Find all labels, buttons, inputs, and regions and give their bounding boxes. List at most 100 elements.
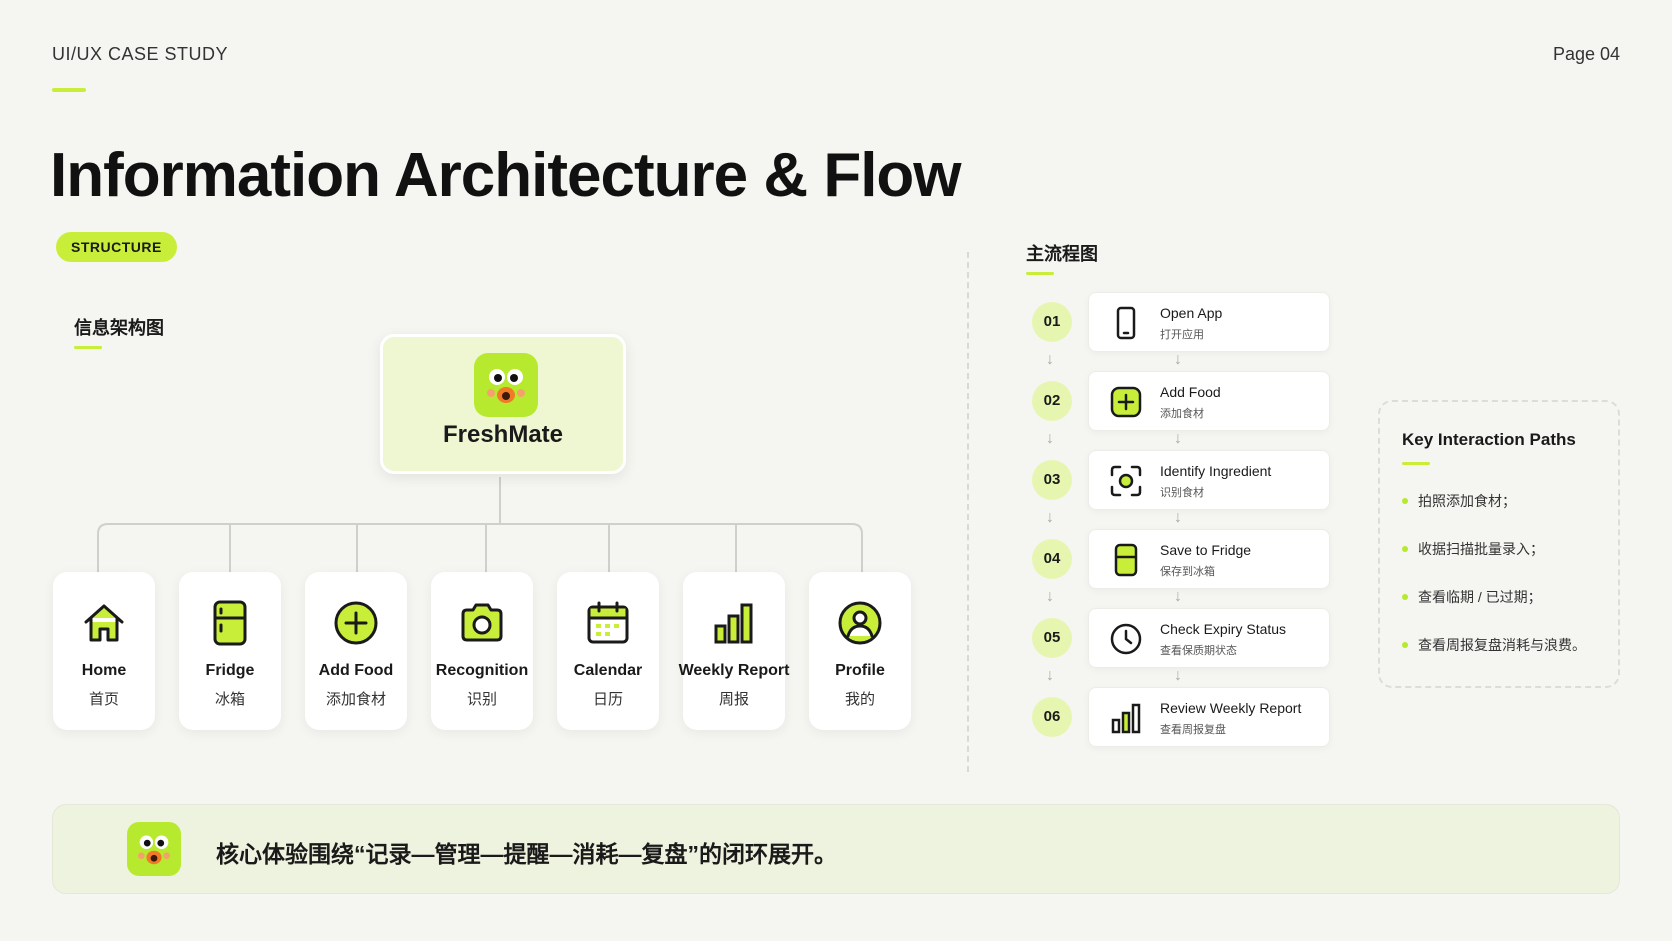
step-number: 02: [1032, 381, 1072, 421]
summary-text: 核心体验围绕“记录—管理—提醒—消耗—复盘”的闭环展开。: [216, 841, 837, 867]
ia-node-home: Home 首页: [53, 572, 155, 730]
arrow-down-icon: ↓: [1174, 588, 1182, 605]
step-label: Add Food: [1160, 384, 1221, 400]
arrow-down-icon: ↓: [1174, 430, 1182, 447]
flow-step-check-expiry: Check Expiry Status 查看保质期状态: [1088, 608, 1330, 668]
key-path-text: 拍照添加食材；: [1418, 493, 1516, 509]
key-paths-underline: [1402, 462, 1430, 465]
structure-tag: STRUCTURE: [56, 232, 177, 262]
arrow-down-icon: ↓: [1046, 430, 1054, 447]
ia-node-sublabel: 首页: [88, 691, 119, 708]
arrow-down-icon: ↓: [1174, 667, 1182, 684]
step-number: 03: [1032, 460, 1072, 500]
step-sublabel: 识别食材: [1160, 487, 1204, 499]
ia-node-sublabel: 日历: [592, 691, 623, 708]
root-node: FreshMate: [380, 334, 626, 474]
ia-node-sublabel: 我的: [844, 691, 875, 708]
ia-node-recognition: Recognition 识别: [431, 572, 533, 730]
step-sublabel: 添加食材: [1160, 408, 1204, 420]
ia-heading: 信息架构图: [74, 318, 164, 338]
key-paths-title: Key Interaction Paths: [1402, 430, 1576, 449]
arrow-down-icon: ↓: [1046, 351, 1054, 368]
bullet-icon: [1402, 546, 1408, 552]
arrow-down-icon: ↓: [1174, 351, 1182, 368]
fridge-icon: [1114, 543, 1138, 577]
step-number: 04: [1032, 539, 1072, 579]
key-paths-panel: Key Interaction Paths 拍照添加食材； 收据扫描批量录入； …: [1378, 400, 1620, 688]
ia-node-label: Calendar: [573, 662, 643, 679]
ia-node-label: Profile: [835, 662, 885, 679]
flow-step-review-weekly-report: Review Weekly Report 查看周报复盘: [1088, 687, 1330, 747]
clock-icon: [1110, 623, 1142, 655]
step-label: Identify Ingredient: [1160, 463, 1272, 479]
step-number: 05: [1032, 618, 1072, 658]
section-divider: [967, 252, 969, 772]
bullet-icon: [1402, 642, 1408, 648]
camera-icon: [461, 603, 503, 642]
header-underline: [52, 88, 86, 92]
summary-banner: 核心体验围绕“记录—管理—提醒—消耗—复盘”的闭环展开。: [52, 804, 1620, 894]
calendar-icon: [587, 601, 629, 644]
step-label: Save to Fridge: [1160, 542, 1252, 558]
step-sublabel: 查看周报复盘: [1160, 724, 1226, 736]
key-path-item: 查看周报复盘消耗与浪费。: [1402, 635, 1586, 655]
ia-node-weekly-report: Weekly Report 周报: [679, 572, 789, 730]
flow-step-open-app: Open App 打开应用: [1088, 292, 1330, 352]
ia-node-add-food: Add Food 添加食材: [305, 572, 407, 730]
header-label: UI/UX CASE STUDY: [52, 44, 229, 64]
key-path-text: 查看临期 / 已过期；: [1418, 589, 1542, 605]
ia-node-label: Weekly Report: [678, 662, 790, 679]
step-number: 06: [1032, 697, 1072, 737]
arrow-down-icon: ↓: [1046, 509, 1054, 526]
step-label: Open App: [1160, 305, 1223, 321]
ia-node-label: Fridge: [205, 662, 255, 679]
step-sublabel: 保存到冰箱: [1160, 566, 1215, 578]
flow-step-save-to-fridge: Save to Fridge 保存到冰箱: [1088, 529, 1330, 589]
phone-icon: [1116, 306, 1136, 340]
fridge-icon: [213, 600, 247, 646]
step-label: Check Expiry Status: [1160, 621, 1287, 637]
ia-node-fridge: Fridge 冰箱: [179, 572, 281, 730]
key-path-item: 查看临期 / 已过期；: [1402, 587, 1542, 607]
scan-icon: [1110, 465, 1142, 497]
bullet-icon: [1402, 498, 1408, 504]
bar-chart-icon: [1111, 703, 1141, 734]
root-node-label: FreshMate: [442, 421, 564, 448]
flow-step-add-food: Add Food 添加食材: [1088, 371, 1330, 431]
ia-heading-underline: [74, 346, 102, 349]
plus-square-icon: [1110, 386, 1142, 418]
key-path-text: 收据扫描批量录入；: [1418, 541, 1544, 557]
bullet-icon: [1402, 594, 1408, 600]
bar-chart-icon: [714, 603, 753, 644]
ia-node-sublabel: 周报: [718, 691, 749, 708]
step-label: Review Weekly Report: [1160, 700, 1302, 716]
ia-node-label: Recognition: [435, 662, 529, 679]
flow-heading-underline: [1026, 272, 1054, 275]
step-sublabel: 打开应用: [1160, 329, 1204, 341]
ia-node-sublabel: 识别: [466, 691, 497, 708]
mascot-icon: [127, 822, 181, 876]
page-number: Page 04: [1552, 44, 1620, 64]
ia-node-label: Add Food: [318, 662, 394, 679]
arrow-down-icon: ↓: [1046, 667, 1054, 684]
user-icon: [838, 601, 882, 645]
arrow-down-icon: ↓: [1046, 588, 1054, 605]
ia-node-profile: Profile 我的: [809, 572, 911, 730]
home-icon: [84, 604, 124, 642]
plus-circle-icon: [334, 601, 378, 645]
key-path-text: 查看周报复盘消耗与浪费。: [1418, 637, 1586, 653]
step-sublabel: 查看保质期状态: [1160, 645, 1237, 657]
key-path-item: 拍照添加食材；: [1402, 491, 1516, 511]
ia-node-sublabel: 冰箱: [214, 691, 245, 708]
flow-heading: 主流程图: [1026, 244, 1098, 264]
step-number: 01: [1032, 302, 1072, 342]
ia-node-calendar: Calendar 日历: [557, 572, 659, 730]
key-path-item: 收据扫描批量录入；: [1402, 539, 1544, 559]
ia-node-label: Home: [81, 662, 127, 679]
flow-step-identify-ingredient: Identify Ingredient 识别食材: [1088, 450, 1330, 510]
page-title: Information Architecture & Flow: [50, 141, 962, 210]
arrow-down-icon: ↓: [1174, 509, 1182, 526]
mascot-icon: [474, 353, 538, 417]
ia-node-sublabel: 添加食材: [325, 691, 386, 708]
